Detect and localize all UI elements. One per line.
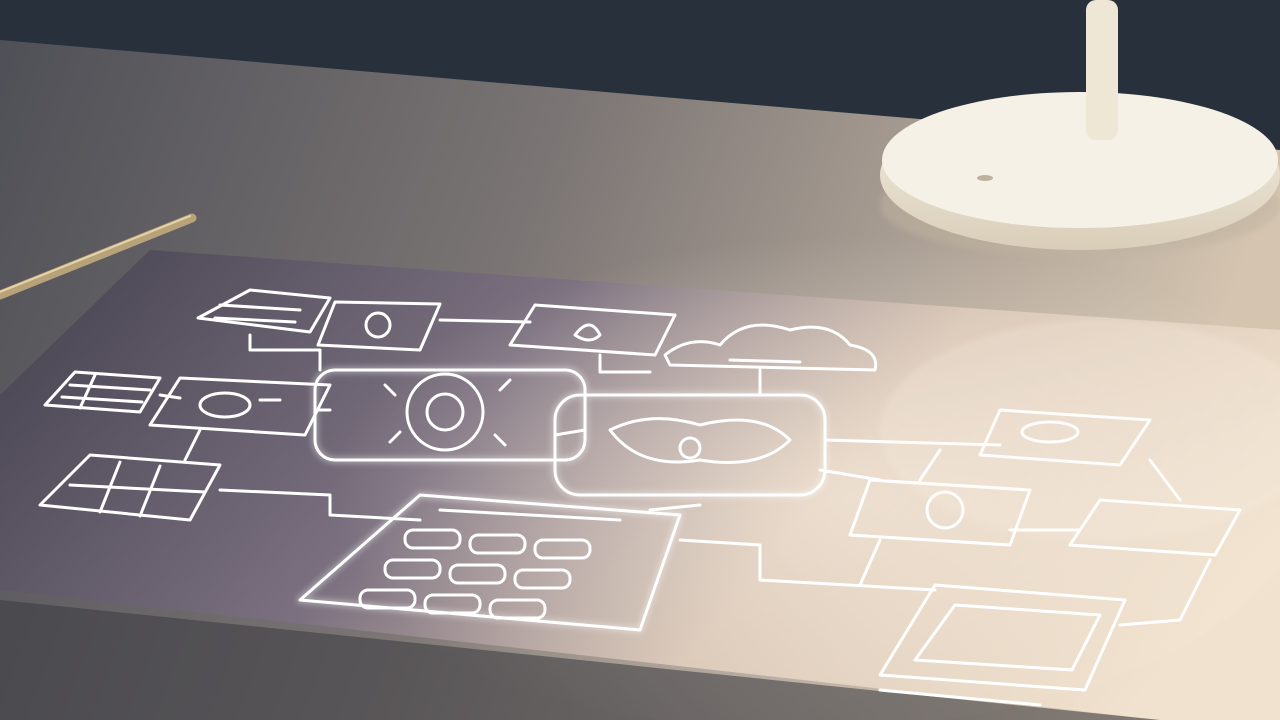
badge-icon [316,300,442,352]
card-icon [148,376,332,437]
desk-edge [0,600,1160,720]
keypad-icon [298,493,682,632]
lamp-base-top [882,92,1278,228]
screen-icon [878,583,1127,707]
network-icon [553,393,827,497]
list-icon [43,370,162,414]
drop-icon [508,303,677,357]
light-bloom [880,320,1280,540]
cloud-icon [663,323,878,372]
pen [0,213,197,300]
table-icon [38,453,222,522]
document-icon [196,288,332,334]
lamp [880,0,1280,257]
lamp-stem [1086,0,1118,140]
lamp-button-icon [977,175,993,181]
gear-icon [313,368,587,462]
